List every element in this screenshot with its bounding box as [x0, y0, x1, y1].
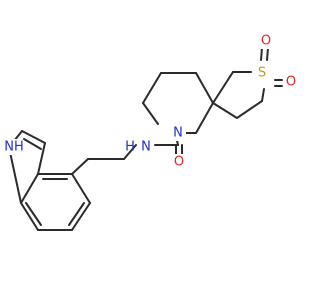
ring-nitrogen-label: N	[173, 126, 183, 141]
molecule-structure: S O O N O N H NH	[3, 33, 299, 231]
bond	[37, 142, 46, 175]
bond	[68, 202, 85, 226]
bond	[212, 71, 234, 104]
bond	[195, 102, 214, 134]
bond	[260, 47, 263, 61]
bond	[71, 202, 91, 231]
bond	[123, 144, 137, 160]
oxygen-atom-label: O	[261, 34, 271, 49]
bond	[212, 102, 238, 119]
bond	[71, 173, 91, 204]
bond	[20, 173, 39, 204]
amide-nitrogen-label: N	[141, 140, 151, 155]
bond	[142, 102, 159, 125]
indole-nh-label: NH	[4, 140, 24, 155]
bond	[266, 47, 269, 61]
bond	[71, 158, 89, 175]
bond	[142, 72, 162, 104]
bond	[21, 130, 46, 144]
sulfur-atom-label: S	[258, 66, 266, 81]
bond	[23, 138, 42, 150]
carbonyl-oxygen-label: O	[174, 155, 184, 170]
bond	[25, 202, 42, 226]
bond	[9, 151, 22, 204]
bond-lines	[9, 47, 283, 231]
bond	[236, 100, 263, 119]
bond	[20, 202, 39, 231]
bond	[261, 88, 265, 102]
atom-labels: S O O N O N H NH	[3, 33, 299, 170]
bond	[195, 72, 214, 104]
oxygen-atom-label: O	[286, 75, 296, 90]
amide-hydrogen-label: H	[125, 140, 135, 155]
